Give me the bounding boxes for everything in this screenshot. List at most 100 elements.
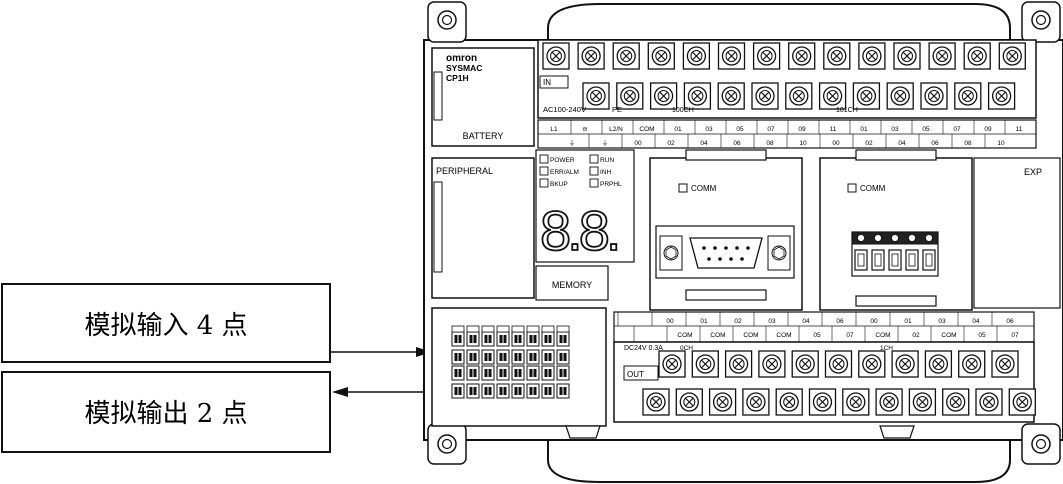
terminal-screw-icon[interactable] (991, 350, 1019, 378)
terminal-screw-icon[interactable] (808, 388, 837, 416)
terminal-screw-icon[interactable] (842, 388, 870, 416)
terminal-screw-icon[interactable] (858, 350, 886, 378)
terminal-screw-icon[interactable] (751, 82, 779, 110)
terminal-screw-icon[interactable] (788, 42, 816, 70)
memory-label: MEMORY (552, 280, 592, 290)
terminal-screw-icon[interactable] (791, 350, 819, 378)
terminal-screw-icon[interactable] (998, 42, 1026, 70)
terminal-screw-icon[interactable] (675, 388, 703, 416)
terminal-screw-icon[interactable] (647, 42, 675, 70)
terminal-screw-icon[interactable] (875, 388, 903, 416)
mount-hole-icon (437, 434, 457, 454)
indicator-led (589, 154, 599, 164)
terminal-screw-icon[interactable] (852, 82, 881, 110)
terminal-screw-icon[interactable] (785, 82, 813, 110)
terminal-screw-icon[interactable] (682, 42, 711, 70)
terminal-screw-icon[interactable] (893, 42, 921, 70)
terminal-label: 02 (734, 318, 742, 325)
terminal-screw-icon[interactable] (924, 350, 953, 378)
indicator-led (589, 166, 599, 176)
peripheral-port-cover[interactable]: PERIPHERAL (431, 157, 535, 299)
arrow-from-analog-output (332, 387, 432, 397)
terminal-label: 03 (891, 126, 899, 133)
terminal-screw-icon[interactable] (775, 388, 803, 416)
terminal-screw-icon[interactable] (908, 388, 937, 416)
terminal-screw-icon[interactable] (958, 350, 986, 378)
option-board-1: COMM (649, 149, 803, 311)
terminal-screw-icon[interactable] (758, 350, 786, 378)
memory-cassette-slot[interactable]: MEMORY (535, 265, 609, 301)
cio-101-label: 101CH (836, 107, 858, 114)
terminal-label: 02 (912, 332, 920, 339)
terminal-screw-icon[interactable] (1008, 388, 1036, 416)
terminal-label: COM (710, 332, 725, 339)
indicator-label: PRPHL (600, 181, 622, 188)
rs485-terminal-connector[interactable] (851, 231, 939, 277)
terminal-label: ⊖ (582, 126, 587, 133)
terminal-screw-icon[interactable] (942, 388, 970, 416)
terminal-label: 01 (904, 318, 912, 325)
terminal-screw-icon[interactable] (649, 82, 678, 110)
terminal-label: 07 (953, 126, 961, 133)
terminal-label: 07 (846, 332, 854, 339)
terminal-screw-icon[interactable] (954, 82, 982, 110)
terminal-screw-icon[interactable] (742, 388, 770, 416)
brand-omron: omron (446, 53, 477, 64)
terminal-screw-icon[interactable] (891, 350, 919, 378)
terminal-label: 04 (700, 140, 708, 147)
terminal-screw-icon[interactable] (858, 42, 886, 70)
analog-io-terminals (431, 307, 607, 427)
terminal-screw-icon[interactable] (658, 350, 686, 378)
terminal-screw-icon[interactable] (987, 82, 1016, 110)
terminal-label: 01 (860, 126, 868, 133)
terminal-screw-icon[interactable] (963, 42, 991, 70)
callout-analog-output: 模拟输出 2 点 (1, 371, 331, 453)
comm-led-1 (678, 183, 688, 193)
battery-cover[interactable]: omron SYSMAC CP1H BATTERY (431, 47, 535, 147)
terminal-screw-icon[interactable] (920, 82, 948, 110)
terminal-screw-icon[interactable] (691, 350, 719, 378)
out-label: OUT (627, 370, 644, 379)
terminal-screw-icon[interactable] (724, 350, 753, 378)
terminal-label: COM (941, 332, 956, 339)
terminal-screw-icon[interactable] (752, 42, 781, 70)
terminal-screw-icon[interactable] (577, 42, 605, 70)
rs232c-connector[interactable] (655, 225, 795, 279)
option-board-2: COMM (819, 149, 973, 311)
terminal-screw-icon[interactable] (708, 388, 737, 416)
terminal-label: 02 (667, 140, 675, 147)
terminal-label: 03 (705, 126, 713, 133)
terminal-label: 00 (666, 318, 674, 325)
terminal-label: L1 (550, 126, 558, 133)
terminal-screw-icon[interactable] (717, 82, 745, 110)
expansion-connector-cover[interactable]: EXP (973, 157, 1061, 309)
terminal-screw-icon[interactable] (886, 82, 914, 110)
terminal-label: COM (677, 332, 692, 339)
mount-hole-icon (1031, 434, 1051, 454)
terminal-label: COM (776, 332, 791, 339)
terminal-screw-icon[interactable] (717, 42, 746, 70)
pe-label: PE (612, 105, 622, 114)
terminal-screw-icon[interactable] (683, 82, 712, 110)
terminal-label: 03 (768, 318, 776, 325)
callout-box-analog-input (1, 283, 331, 363)
analog-output-label: 模拟输出 2 点 (84, 399, 247, 429)
indicator-label: RUN (600, 157, 614, 164)
terminal-label: COM (743, 332, 758, 339)
terminal-label: 04 (802, 318, 810, 325)
terminal-screw-icon[interactable] (612, 42, 640, 70)
terminal-screw-icon[interactable] (975, 388, 1003, 416)
terminal-screw-icon[interactable] (542, 42, 570, 70)
terminal-screw-icon[interactable] (582, 82, 610, 110)
terminal-screw-icon[interactable] (823, 42, 851, 70)
terminal-screw-icon[interactable] (642, 388, 670, 416)
terminal-label: 11 (830, 126, 837, 133)
terminal-screw-icon[interactable] (928, 42, 956, 70)
terminal-screw-icon[interactable] (818, 82, 847, 110)
indicator-label: ERR/ALM (550, 169, 579, 176)
terminal-label: 04 (972, 318, 980, 325)
terminal-label: 04 (898, 140, 906, 147)
terminal-label: 07 (767, 126, 775, 133)
terminal-screw-icon[interactable] (824, 350, 853, 378)
